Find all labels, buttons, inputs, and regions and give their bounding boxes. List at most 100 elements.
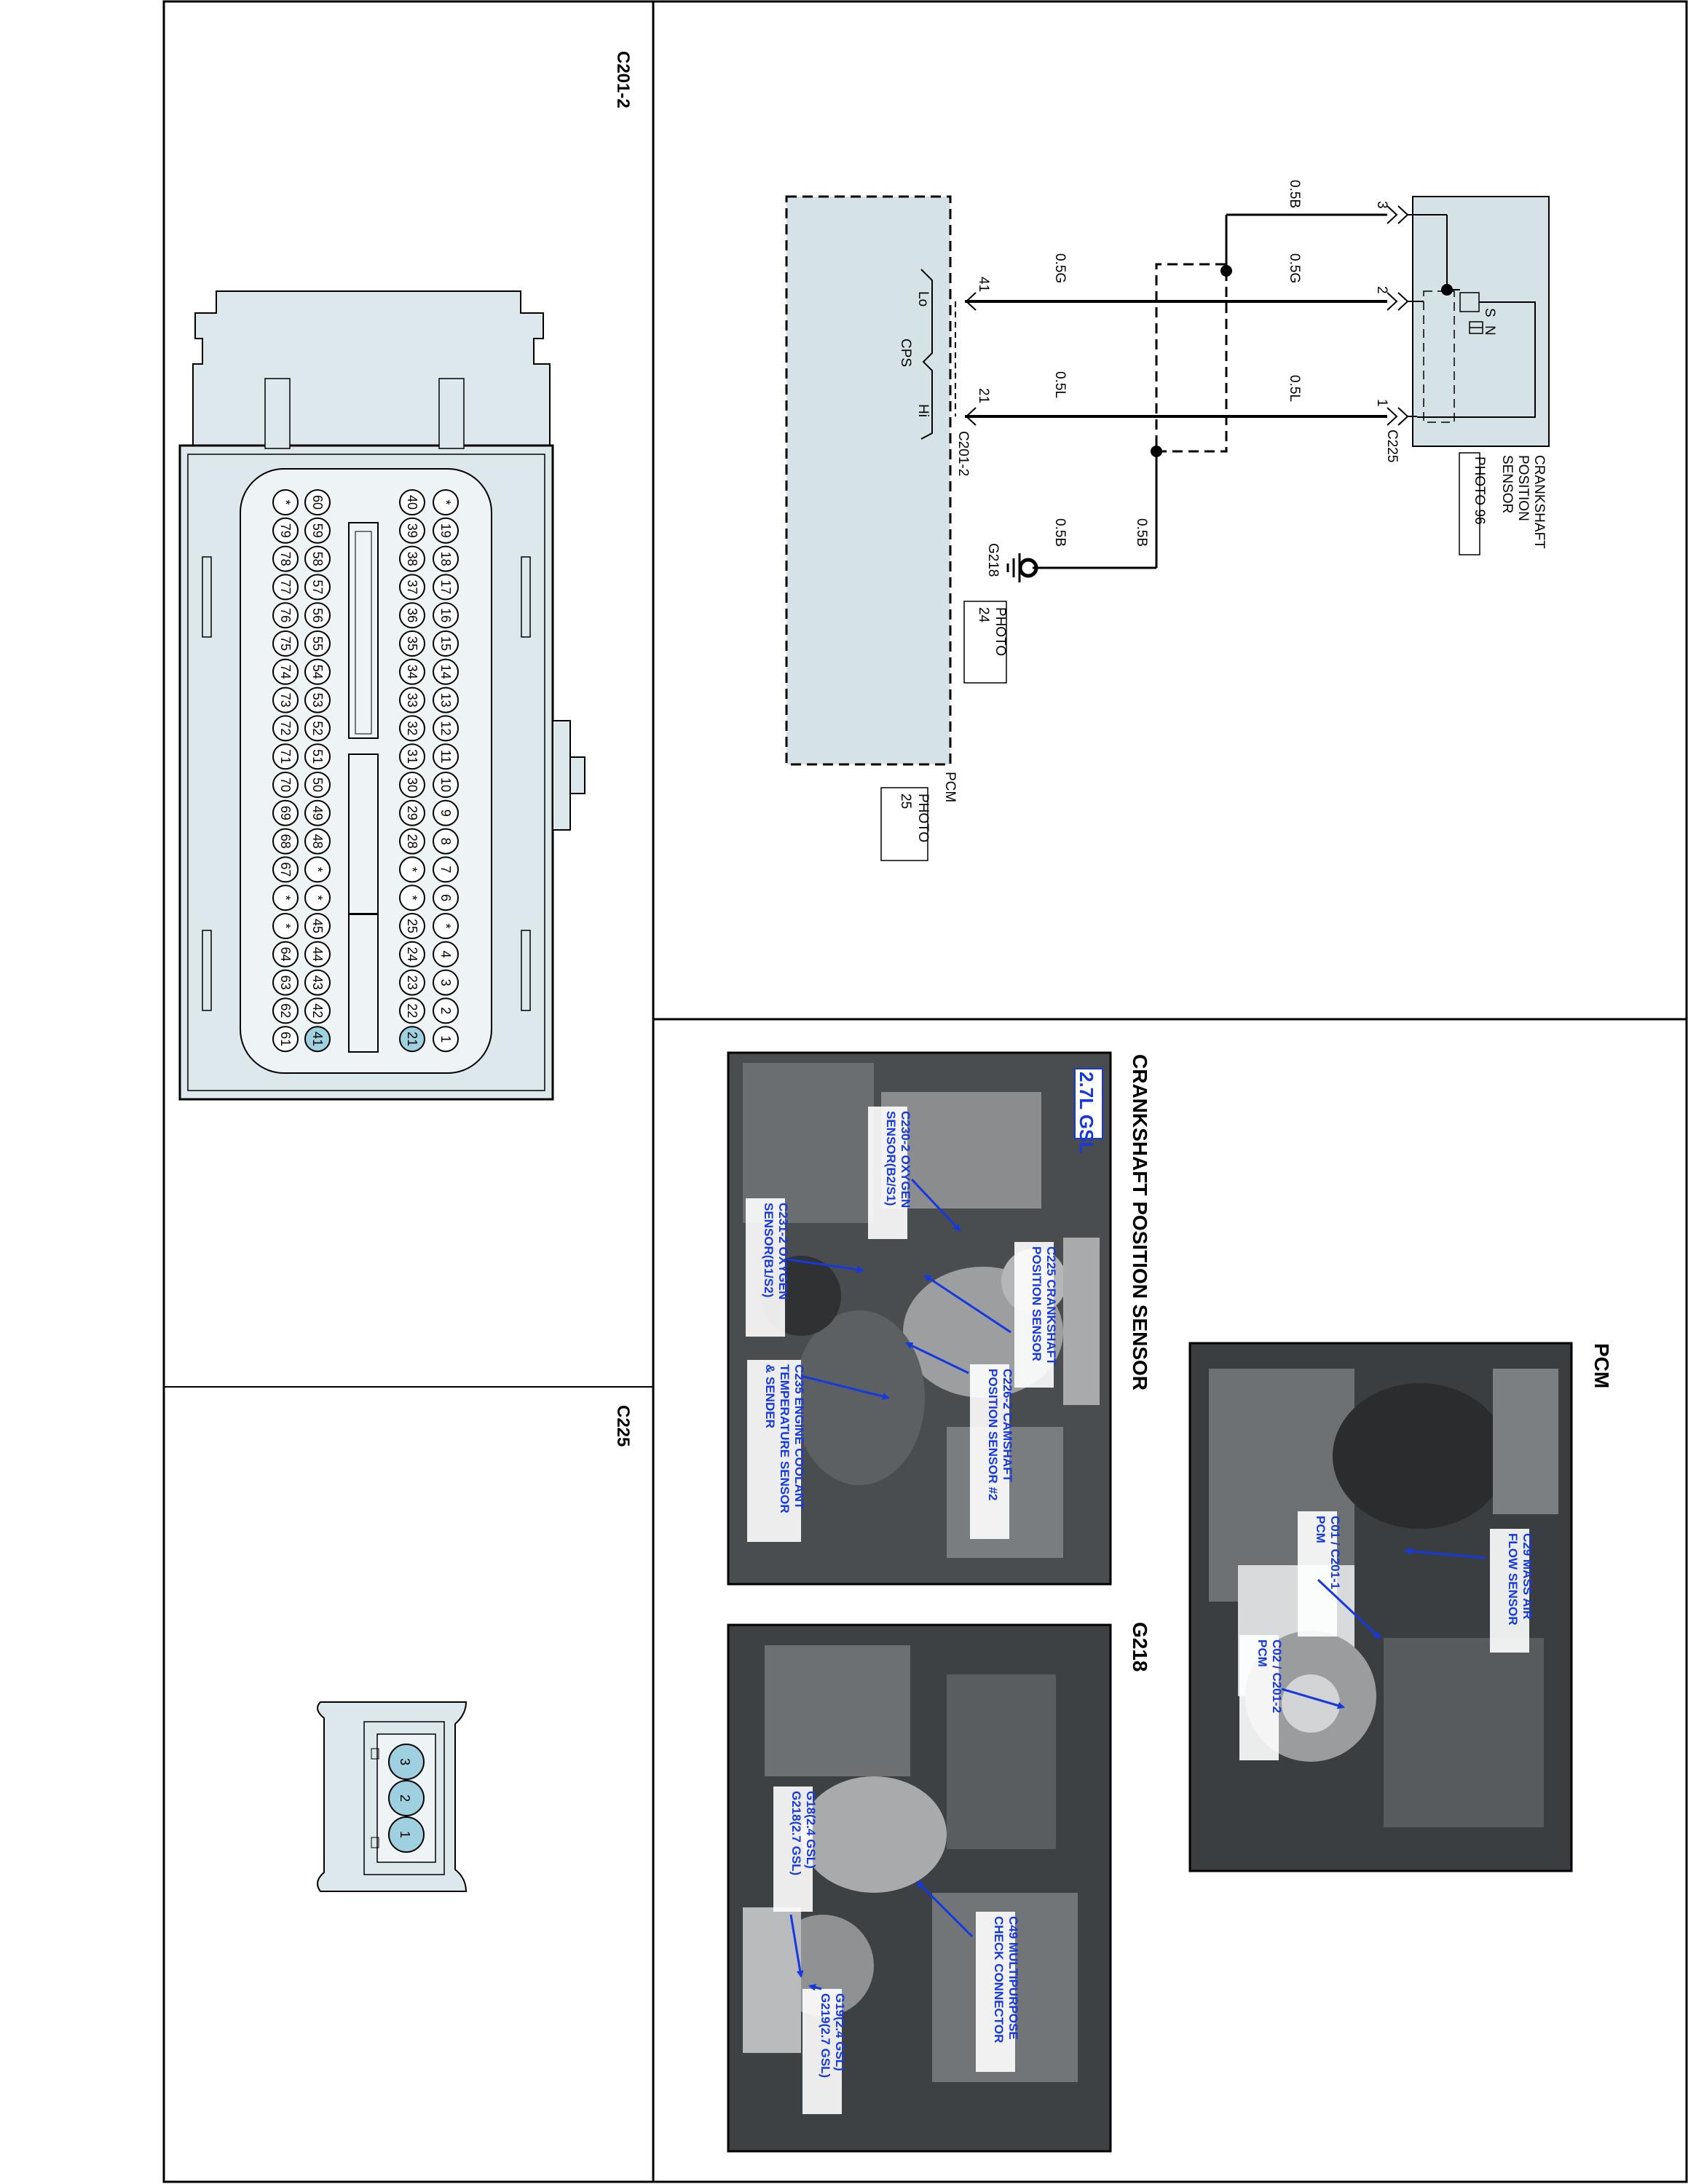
c201-pin-label: 44 <box>310 947 325 962</box>
c201-pin-label: 38 <box>405 552 419 566</box>
c201-pin-circle <box>272 828 299 855</box>
c225-pin-label: 2 <box>398 1795 412 1802</box>
c201-pin-circle <box>272 772 299 798</box>
c201-pin-label: * <box>310 895 325 901</box>
c201-pin-label: 57 <box>310 579 325 594</box>
pcm-photo-line2: 25 <box>898 794 913 809</box>
c201-pin-circle <box>304 941 331 968</box>
header-c201-2: C201-2 <box>613 51 633 108</box>
wire-label-0.5b-top: 0.5B <box>1287 180 1302 208</box>
c201-pin-circle <box>399 574 425 601</box>
arrow-g18 <box>789 1914 804 1978</box>
c201-pin-circle <box>304 743 331 770</box>
c201-pin-circle <box>399 799 425 826</box>
c201-pin-label: 13 <box>438 693 453 708</box>
sensor-name-line3: SENSOR <box>1499 455 1515 513</box>
pcm-hi-label: Hi <box>915 404 931 417</box>
c201-pin-circle <box>433 885 459 911</box>
c201-pin-label: 29 <box>405 806 419 820</box>
callout-c235-line3: & SENDER <box>763 1364 777 1428</box>
c201-pin-label: 43 <box>310 976 325 990</box>
arrow-g19 <box>808 1984 822 1991</box>
page-frame <box>162 0 1688 2183</box>
callout-c231-2-line2: SENSOR(B1/S2) <box>762 1203 776 1297</box>
c201-pin-label: 71 <box>278 749 293 764</box>
c201-pin-label: 12 <box>438 721 453 735</box>
c225-connector-label: C225 <box>1384 430 1400 462</box>
header-pcm: PCM <box>1590 1343 1613 1388</box>
c201-pin-label: 45 <box>310 919 325 933</box>
arrow-c49 <box>916 1880 974 1938</box>
header-crankshaft-position-sensor: CRANKSHAFT POSITION SENSOR <box>1129 1054 1151 1390</box>
c201-pin-circle <box>304 1026 331 1053</box>
c201-pin-circle <box>272 997 299 1024</box>
c201-pin-circle <box>399 517 425 544</box>
header-c225: C225 <box>613 1405 633 1447</box>
c201-pin-label: 77 <box>278 579 293 594</box>
c201-pin-label: * <box>278 895 293 901</box>
pcm-label: PCM <box>942 772 958 802</box>
callout-c235-line1: C235 ENGINE COOLANT <box>792 1364 806 1510</box>
c201-pin-label: 35 <box>405 636 419 651</box>
c201-pin-circle <box>304 997 331 1024</box>
c201-pin-circle <box>433 772 459 798</box>
c201-pin-label: 6 <box>438 894 453 901</box>
c201-pin-circle <box>433 687 459 713</box>
c201-pin-label: 63 <box>278 976 293 990</box>
c201-pin-circle <box>272 799 299 826</box>
c201-pin-circle <box>399 885 425 911</box>
c201-pin-circle <box>433 997 459 1024</box>
callout-c49-line1: C49 MULTIPURPOSE <box>1006 1916 1020 2040</box>
c201-pin-label: 75 <box>278 636 293 651</box>
c201-pin-label: 24 <box>405 947 419 962</box>
c225-pin-2: 2 <box>1374 286 1389 294</box>
c201-pin-circle <box>433 489 459 515</box>
c201-pin-circle <box>433 545 459 572</box>
c201-pin-label: * <box>278 923 293 928</box>
c201-pin-circle <box>272 517 299 544</box>
arrow-c01 <box>1317 1578 1381 1639</box>
arrow-c02 <box>1281 1688 1345 1709</box>
c201-pin-label: 17 <box>438 579 453 594</box>
wire-label-0.5b-ground: 0.5B <box>1052 518 1068 547</box>
c201-pin-circle <box>433 743 459 770</box>
c201-pin-label: 68 <box>278 834 293 849</box>
c201-pin-label: 36 <box>405 608 419 622</box>
c201-pin-label: 33 <box>405 693 419 708</box>
c201-pin-label: 67 <box>278 862 293 877</box>
c201-pin-circle <box>272 856 299 883</box>
c201-pin-label: * <box>438 923 453 928</box>
c225-pin-1: 1 <box>1374 399 1389 407</box>
c201-pin-label: * <box>405 895 419 901</box>
c201-pin-circle <box>433 1026 459 1053</box>
c225-connector: 321 <box>317 1701 468 1892</box>
callout-c230-2-line2: SENSOR(B2/S1) <box>884 1111 898 1206</box>
callout-c01-line1: C01 / C201-1 <box>1328 1516 1342 1589</box>
callout-c29-line1: C29 MASS AIR <box>1521 1533 1534 1619</box>
c201-pin-circle <box>433 941 459 968</box>
c201-pin-label: 64 <box>278 947 293 962</box>
c201-pin-circle <box>304 489 331 515</box>
c201-pin-circle <box>399 743 425 770</box>
callout-c226-2-line2: POSITION SENSOR #2 <box>986 1369 1000 1500</box>
c201-pin-label: 21 <box>405 1032 419 1046</box>
c201-pin-circle <box>304 517 331 544</box>
photo-crankshaft-position-sensor: 2.7L GSL C230-2 OXYGEN SENSOR(B2/S1) C22… <box>727 1051 1112 1586</box>
arrow-c225 <box>923 1274 1011 1334</box>
c201-pin-circle <box>304 574 331 601</box>
ground-photo-line1: PHOTO <box>993 607 1008 656</box>
wiring-schematic: S N CRANKSHAFT POSITION SENSOR PHOTO 96 … <box>785 180 1550 861</box>
c201-pin-label: 11 <box>438 750 453 764</box>
c201-2-connector: *191817161514131211109876*43214039383736… <box>178 290 585 1101</box>
photo-g218: C49 MULTIPURPOSE CHECK CONNECTOR G18(2.4… <box>727 1623 1112 2153</box>
c201-pin-label: 62 <box>278 1003 293 1018</box>
photo-pcm: C29 MASS AIR FLOW SENSOR C01 / C201-1 PC… <box>1188 1342 1573 1872</box>
callout-g19-line1: G19(2.4 GSL) <box>833 1993 847 2071</box>
c201-connector-label: C201-2 <box>955 431 971 476</box>
c201-pin-circle <box>399 969 425 996</box>
c201-pin-label: 48 <box>310 834 325 849</box>
pcm-cps-label: CPS <box>898 339 913 367</box>
callout-c02-line1: C02 / C201-2 <box>1270 1639 1284 1713</box>
c201-pin-circle <box>433 630 459 657</box>
c201-pin-circle <box>433 602 459 629</box>
